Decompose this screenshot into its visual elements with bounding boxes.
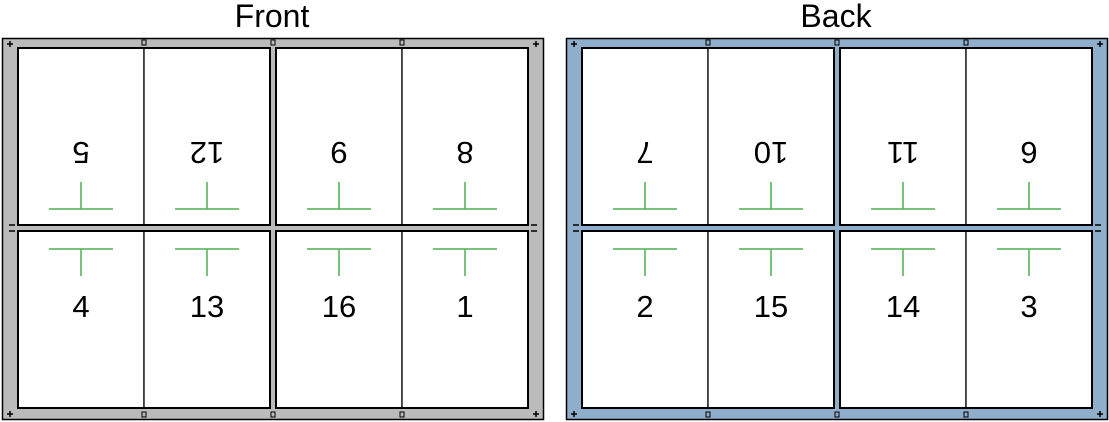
page-number: 8: [456, 135, 473, 170]
register-mark: [573, 224, 579, 232]
fold-mark: [871, 248, 935, 276]
back-sheet-title: Back: [800, 0, 872, 34]
fold-mark: [433, 248, 497, 276]
register-mark: [9, 224, 15, 232]
fold-mark: [307, 248, 371, 276]
page-number: 13: [190, 289, 224, 324]
register-mark: [531, 224, 537, 232]
register-mark: [399, 39, 405, 46]
register-mark: [270, 411, 276, 418]
register-mark: [1095, 224, 1101, 232]
page-number: 15: [754, 289, 788, 324]
front-sheet-title: Front: [235, 0, 310, 34]
page-number: 11: [887, 135, 919, 170]
page-pair-outline: [581, 230, 835, 409]
fold-mark: [433, 182, 497, 210]
page-number: 14: [886, 289, 920, 324]
register-mark: [141, 39, 147, 46]
fold-mark: [307, 182, 371, 210]
register-mark: [705, 39, 711, 46]
fold-mark: [739, 182, 803, 210]
page-pair-outline: [17, 47, 271, 226]
register-mark: [141, 411, 147, 418]
fold-mark: [175, 182, 239, 210]
fold-mark: [997, 248, 1061, 276]
back-sheet: 7 10 11 6 2 15 14 3 Back: [565, 0, 1109, 421]
page-number: 2: [636, 289, 653, 324]
corner-mark: [571, 411, 577, 417]
fold-mark: [613, 248, 677, 276]
page-pair-outline: [275, 47, 529, 226]
corner-mark: [533, 41, 539, 47]
fold-mark: [613, 182, 677, 210]
page-pair-outline: [17, 230, 271, 409]
corner-mark: [7, 41, 13, 47]
page-number: 10: [754, 135, 788, 170]
fold-mark: [739, 248, 803, 276]
fold-mark: [175, 248, 239, 276]
register-mark: [963, 39, 969, 46]
corner-mark: [7, 411, 13, 417]
register-mark: [834, 411, 840, 418]
front-sheet: 5 12 9 8 4 13 16 1 Front: [1, 0, 545, 421]
page-number: 1: [456, 289, 473, 324]
page-number: 16: [322, 289, 356, 324]
fold-mark: [49, 182, 113, 210]
register-mark: [963, 411, 969, 418]
page-number: 7: [636, 135, 653, 170]
register-mark: [834, 39, 840, 46]
page-pair-outline: [839, 230, 1093, 409]
page-pair-outline: [839, 47, 1093, 226]
register-mark: [399, 411, 405, 418]
fold-mark: [997, 182, 1061, 210]
fold-mark: [871, 182, 935, 210]
page-pair-outline: [581, 47, 835, 226]
register-mark: [270, 39, 276, 46]
corner-mark: [533, 411, 539, 417]
page-number: 6: [1020, 135, 1037, 170]
page-number: 9: [330, 135, 347, 170]
page-number: 3: [1020, 289, 1037, 324]
page-number: 12: [190, 135, 224, 170]
corner-mark: [1097, 41, 1103, 47]
page-number: 5: [72, 135, 89, 170]
page-pair-outline: [275, 230, 529, 409]
corner-mark: [1097, 411, 1103, 417]
fold-mark: [49, 248, 113, 276]
register-mark: [705, 411, 711, 418]
page-number: 4: [72, 289, 89, 324]
corner-mark: [571, 41, 577, 47]
